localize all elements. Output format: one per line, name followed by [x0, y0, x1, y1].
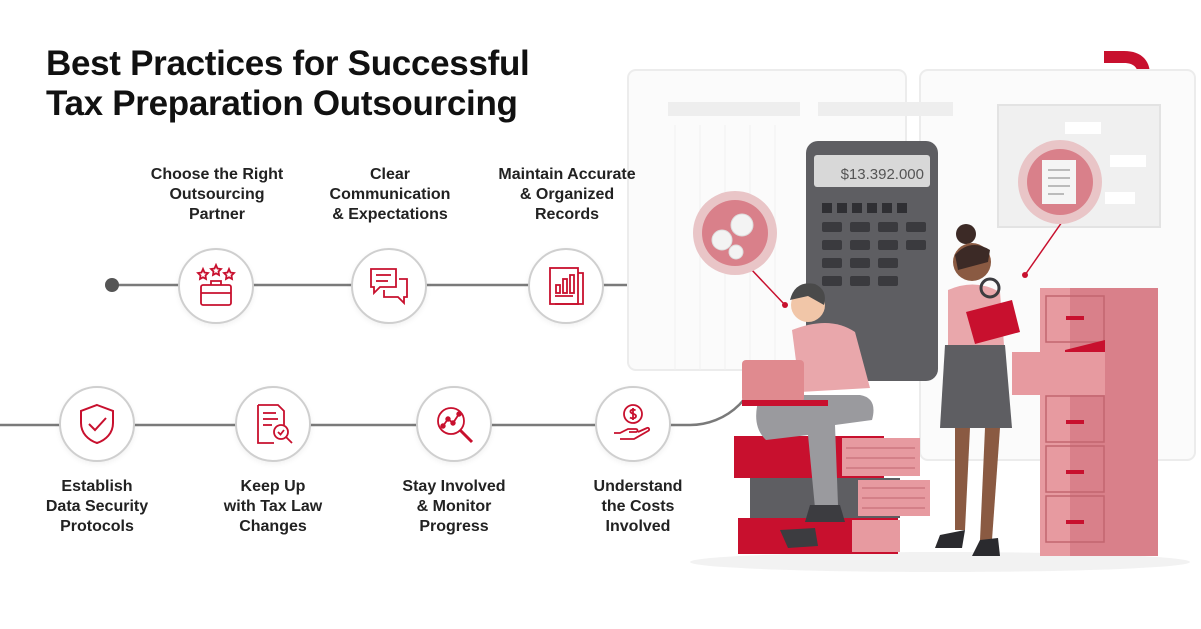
step-circle-taxlaw [235, 386, 311, 462]
calculator-display: $13.392.000 [840, 166, 924, 183]
step-label-partner: Choose the Right Outsourcing Partner [150, 166, 284, 223]
man-figure [742, 283, 874, 548]
chat-bubbles-icon [370, 268, 408, 306]
step-label-monitor: Stay Involved & Monitor Progress [402, 478, 506, 535]
step-circle-costs [595, 386, 671, 462]
step-circle-communication [351, 248, 427, 324]
briefcase-stars-icon [196, 263, 236, 306]
step-circle-monitor [416, 386, 492, 462]
report-document-icon [549, 267, 584, 305]
step-label-taxlaw: Keep Up with Tax Law Changes [223, 478, 323, 535]
progress-magnifier-icon [437, 407, 474, 444]
step-label-communication: Clear Communication & Expectations [329, 166, 451, 223]
step-label-costs: Understand the Costs Involved [593, 478, 683, 535]
step-label-security: Establish Data Security Protocols [45, 478, 149, 535]
step-label-records: Maintain Accurate & Organized Records [498, 166, 636, 223]
calculator [806, 141, 938, 381]
woman-figure [935, 224, 1020, 556]
step-circle-records [528, 248, 604, 324]
step-circle-partner [178, 248, 254, 324]
page-title: Best Practices for Successful Tax Prepar… [46, 44, 530, 123]
hand-coin-icon [614, 404, 650, 440]
step-circle-security [59, 386, 135, 462]
timeline-start-dot [105, 278, 119, 292]
shield-check-icon [80, 403, 114, 445]
document-search-icon [257, 404, 293, 444]
